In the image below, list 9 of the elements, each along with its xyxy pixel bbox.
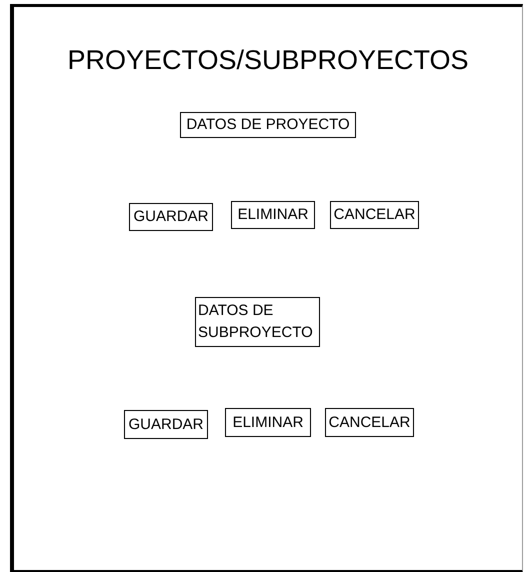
outlined-label: ELIMINAR [225, 408, 311, 437]
outlined-label: DATOS DE SUBPROYECTO [195, 297, 320, 347]
page-title: PROYECTOS/SUBPROYECTOS [66, 45, 470, 76]
outlined-label: CANCELAR [325, 408, 414, 437]
outlined-label: DATOS DE PROYECTO [180, 112, 356, 138]
outlined-label: GUARDAR [124, 410, 208, 439]
outlined-label: CANCELAR [330, 201, 419, 229]
outlined-label: ELIMINAR [231, 201, 315, 229]
outlined-label: GUARDAR [129, 203, 213, 231]
